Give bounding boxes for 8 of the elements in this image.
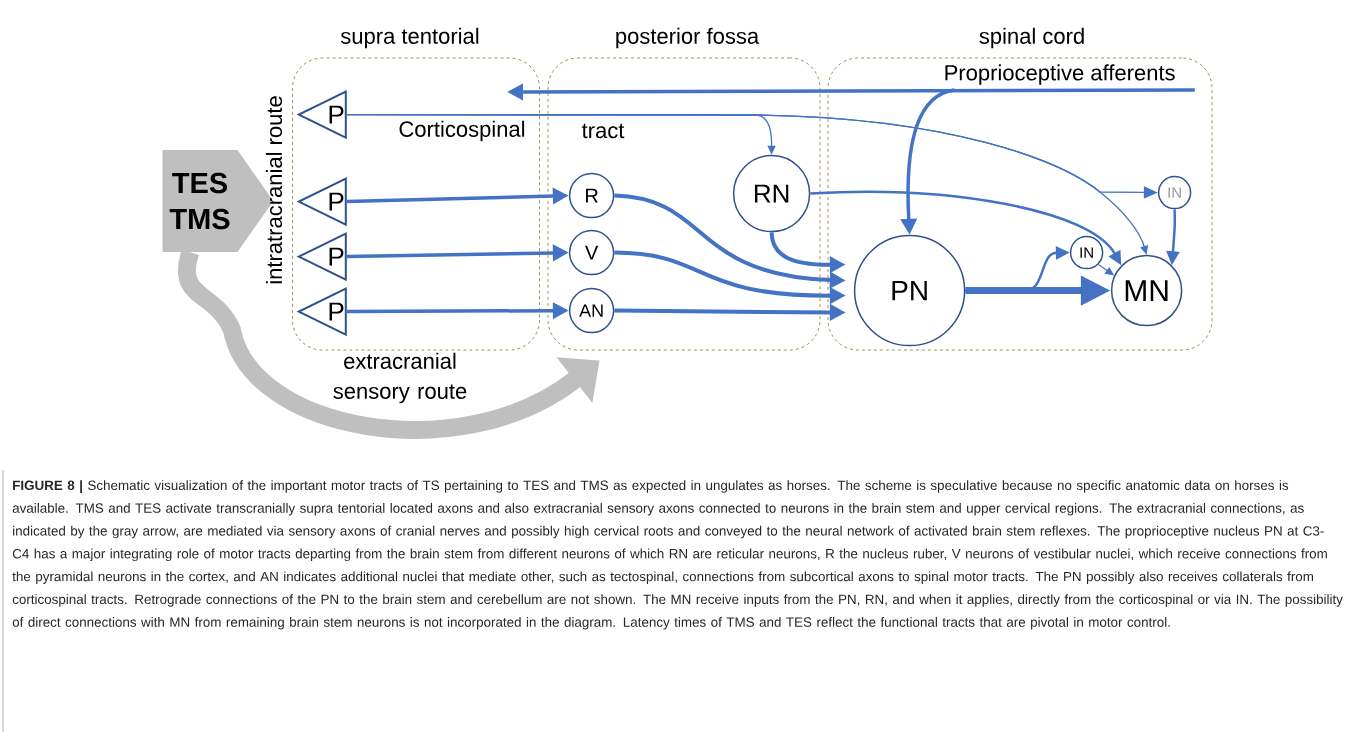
edge-label: extracranial sensory route	[333, 352, 467, 404]
tract-label: tract	[581, 123, 625, 139]
node-label: spinal cord	[979, 27, 1084, 49]
node-label: posterior fossa	[616, 27, 760, 49]
figure-caption: FIGURE 8 | Schematic visualization of the important motor tracts of TS pertaining to TES and TMS as expected in ungulates as horses. The scheme is speculative because no specific anatomic data on horses is available. TMS and TES activate transcranially supra tentorial located axons and also extracranial sensory axons connected to neurons in the brain stem and upper cervical regions. The extracranial connections, as indicated by the gray arrow, are mediated via sensory axons of cranial nerves and possibly high cervical roots and conveyed to the neural network of activated brain stem reflexes. The proprioceptive nucleus PN at C3-C4 has a major integrating role of motor tracts departing from the brain stem from different neurons of which RN are reticular neurons, R the nucleus ruber, V neurons of vestibular nuclei, which receive connections from the pyramidal neurons in the cortex, and AN indicates additional nuclei that mediate other, such as tectospinal, connections from subcortical axons to spinal motor tracts. The PN possibly also receives collaterals from corticospinal tracts. Retrograde connections of the PN to the brain stem and cerebellum are not shown. The MN receive inputs from the PN, RN, and when it applies, directly from the corticospinal or via IN. The possibility of direct connections with MN from remaining brain stem neurons is not incorporated in the diagram. Latency times of TMS and TES reflect the functional tracts that are pivotal in motor control.	[12, 480, 1343, 630]
tract-label: Corticospinal	[399, 120, 525, 142]
node-label: supra tentorial	[340, 27, 479, 49]
tract-label: Proprioceptive afferents	[945, 64, 1175, 85]
